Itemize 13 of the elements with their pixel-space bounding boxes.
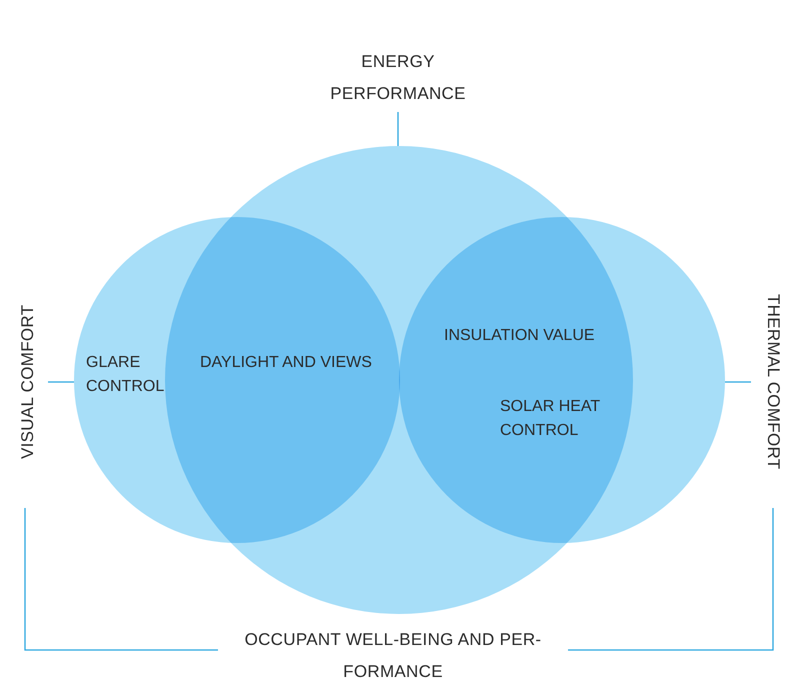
- leader-line: [48, 381, 74, 383]
- leader-line: [725, 381, 751, 383]
- overlap-label: SOLAR HEAT CONTROL: [500, 397, 601, 441]
- overlap-label: INSULATION VALUE: [444, 326, 596, 346]
- category-label: OCCUPANT WELL-BEING AND PER-FORMANCE: [218, 624, 568, 688]
- bracket-line: [24, 508, 218, 651]
- category-label: ENERGY PERFORMANCE: [318, 46, 478, 112]
- category-label: VISUAL COMFORT: [14, 296, 42, 468]
- overlap-label: DAYLIGHT AND VIEWS: [200, 353, 373, 373]
- overlap-label: GLARE CONTROL: [86, 353, 166, 397]
- leader-line: [397, 112, 399, 146]
- bracket-line: [568, 508, 774, 651]
- category-label: THERMAL COMFORT: [759, 288, 787, 476]
